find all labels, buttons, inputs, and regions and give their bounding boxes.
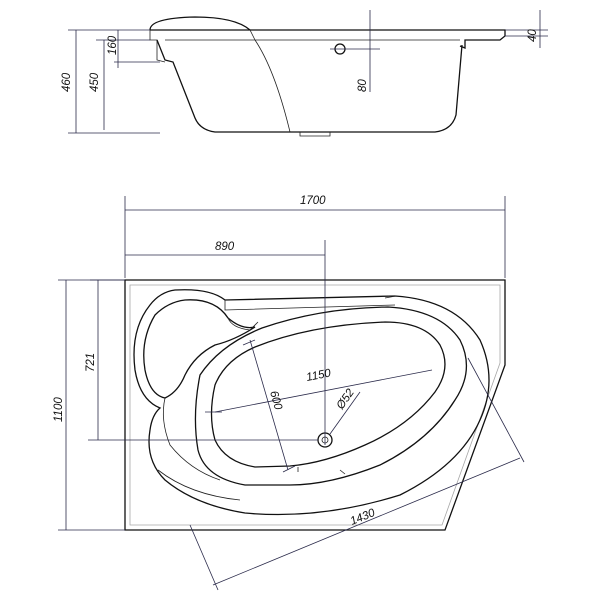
basin-outer <box>133 289 490 516</box>
side-view: 460 450 160 80 40 <box>61 10 548 137</box>
dim-450: 450 <box>89 39 150 130</box>
dim-460: 460 <box>61 29 160 134</box>
dim-1700-label: 1700 <box>300 195 326 207</box>
basin-floor <box>210 321 446 468</box>
side-rim <box>150 29 506 49</box>
dim-450-label: 450 <box>89 72 101 92</box>
dim-1100-label: 1100 <box>53 397 65 422</box>
dim-1430: 1430 <box>189 357 525 591</box>
dim-drain-diameter: Ø52 <box>329 387 361 435</box>
dim-40-label: 40 <box>527 29 539 42</box>
dim-160-label: 160 <box>107 35 119 55</box>
seat-bowl <box>143 299 256 399</box>
dim-600: 600 <box>242 339 296 473</box>
dim-1150-label: 1150 <box>305 367 332 384</box>
dim-1700: 1700 <box>124 195 506 278</box>
dim-80-label: 80 <box>357 79 369 92</box>
side-headrest <box>149 16 251 31</box>
side-shell-left <box>156 39 290 133</box>
dim-460-label: 460 <box>61 72 73 92</box>
outer-frame <box>124 279 506 531</box>
dim-721: 721 <box>85 279 318 441</box>
dim-160: 160 <box>107 30 160 68</box>
dim-600-label: 600 <box>267 390 284 412</box>
dim-40: 40 <box>505 10 548 48</box>
dim-890-label: 890 <box>215 241 235 253</box>
top-view: 1700 890 1100 721 1150 <box>53 195 525 591</box>
dim-721-label: 721 <box>85 353 97 372</box>
dim-1100: 1100 <box>53 279 125 531</box>
dim-890: 890 <box>125 240 326 445</box>
dim-80: 80 <box>330 10 380 92</box>
dim-1150: 1150 <box>205 367 433 413</box>
side-shell-right <box>290 44 463 133</box>
dim-drain-diameter-label: Ø52 <box>334 387 357 413</box>
basin-inner <box>194 306 468 486</box>
